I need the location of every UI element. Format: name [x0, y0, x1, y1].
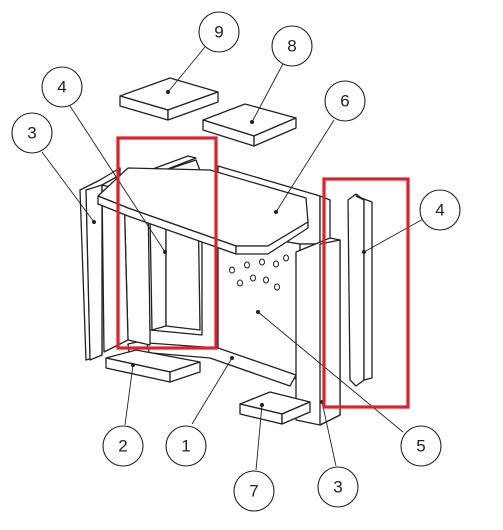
- part-left-inner-wall: [101, 184, 151, 353]
- part-3-right-side-wall: [295, 237, 341, 426]
- callout-2-label: 2: [118, 437, 127, 456]
- part-2-front-left-brick: [105, 349, 201, 383]
- callout-5: 5: [400, 425, 442, 467]
- leader-3-left: [41, 151, 95, 223]
- highlight-box-right: [322, 177, 410, 409]
- callout-7: 7: [233, 470, 275, 512]
- callout-8: 8: [271, 25, 313, 67]
- callout-3-left-label: 3: [27, 124, 36, 143]
- callout-2: 2: [102, 425, 144, 467]
- callout-4-left: 4: [41, 66, 83, 108]
- part-4-right-brick: [347, 193, 373, 387]
- leader-4-right: [363, 217, 426, 253]
- callout-9: 9: [198, 11, 240, 53]
- callout-3-right-label: 3: [333, 478, 342, 497]
- part-8-top-brick: [202, 103, 297, 147]
- callout-6-label: 6: [340, 92, 349, 111]
- leader-6: [275, 119, 335, 213]
- callout-7-circle: [233, 470, 275, 512]
- leader-9: [167, 46, 206, 93]
- leader-2: [124, 364, 134, 426]
- highlight-box-left: [116, 136, 218, 350]
- callout-6: 6: [324, 80, 366, 122]
- part-9-top-brick: [119, 77, 219, 121]
- callout-9-label: 9: [214, 23, 223, 42]
- callout-1-label: 1: [181, 437, 190, 456]
- callout-5-label: 5: [416, 437, 425, 456]
- callout-1-circle: [165, 425, 207, 467]
- callout-4-right-label: 4: [435, 201, 444, 220]
- callout-4-right: 4: [419, 189, 461, 231]
- leader-8: [251, 59, 286, 123]
- callout-3-left: 3: [11, 112, 53, 154]
- callout-9-circle: [198, 11, 240, 53]
- leader-3-right: [321, 401, 337, 467]
- callout-8-circle: [271, 25, 313, 67]
- callout-3-left-circle: [11, 112, 53, 154]
- leader-5: [257, 311, 404, 433]
- callout-8-label: 8: [287, 37, 296, 56]
- callout-5-circle: [400, 425, 442, 467]
- back-wall-holes: [229, 254, 289, 291]
- callout-1: 1: [165, 425, 207, 467]
- callout-6-circle: [324, 80, 366, 122]
- callout-4-left-label: 4: [57, 78, 66, 97]
- callout-7-label: 7: [249, 482, 258, 501]
- callout-4-right-circle: [419, 189, 461, 231]
- leader-1: [191, 357, 233, 425]
- callout-3-right: 3: [317, 466, 359, 508]
- callout-4-left-circle: [41, 66, 83, 108]
- part-7-front-right-brick: [239, 391, 311, 425]
- part-6-baffle-plate: [97, 167, 309, 255]
- leader-7: [255, 404, 263, 471]
- callout-2-circle: [102, 425, 144, 467]
- callout-3-right-circle: [317, 466, 359, 508]
